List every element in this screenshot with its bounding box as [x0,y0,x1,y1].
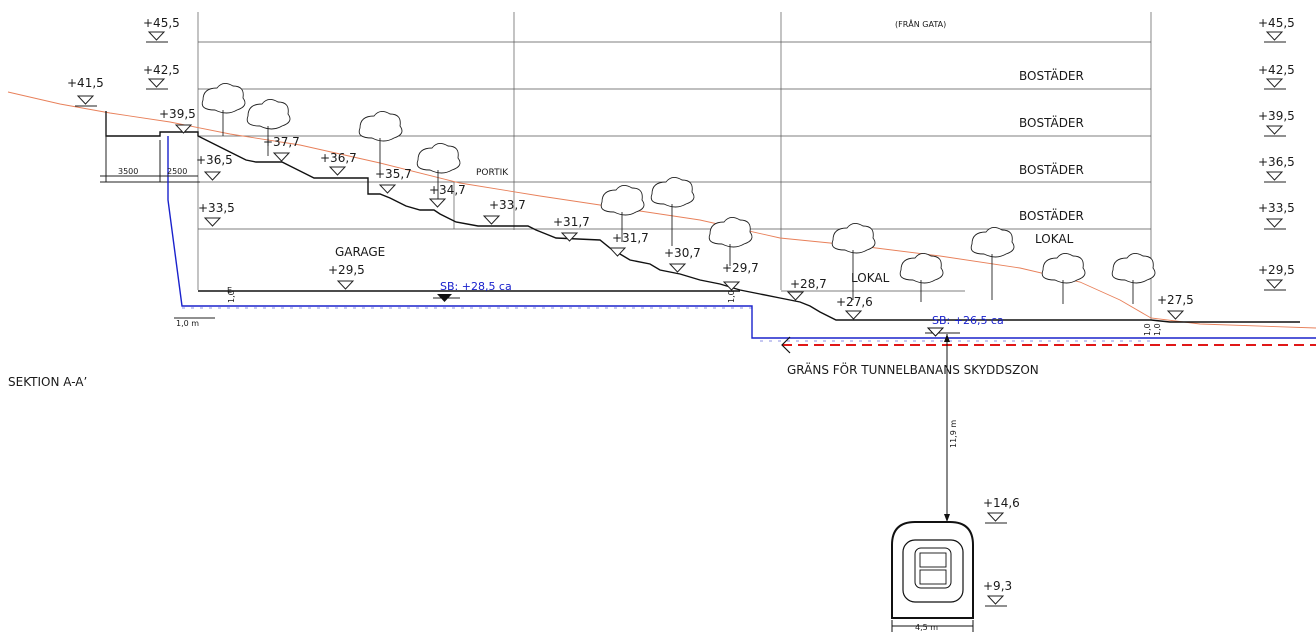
left-level-4: +36,5 [196,153,233,167]
stair-level-7: +31,7 [612,231,649,245]
tunnel-section [891,521,974,632]
left-level-2: +42,5 [143,63,180,77]
tunnel-depth-dim: 11,9 m [949,420,958,448]
stair-level-12: +27,5 [1157,293,1194,307]
floor-label-bostader-3: BOSTÄDER [1019,162,1084,177]
trees [201,83,1156,304]
right-level-5: +33,5 [1258,201,1295,215]
dim-2500: 2500 [167,167,187,176]
stair-level-6: +31,7 [553,215,590,229]
groundwater-label-right: SB: +26,5 ca [932,314,1004,327]
far-left-level: +41,5 [67,76,104,90]
stair-level-10: +28,7 [790,277,827,291]
dim-1-small-b: 1,0 [727,290,736,303]
floor-label-bostader-2: BOSTÄDER [1019,115,1084,130]
dim-3500: 3500 [118,167,138,176]
dimension-lines [100,140,215,319]
left-level-6: +29,5 [328,263,365,277]
floor-label-lokal-upper: LOKAL [1035,232,1074,246]
terrain-line [7,91,1316,329]
stair-level-1: +37,7 [263,135,300,149]
right-level-4: +36,5 [1258,155,1295,169]
floor-label-bostader-4: BOSTÄDER [1019,208,1084,223]
street-note: (FRÅN GATA) [895,18,946,29]
floor-label-garage: GARAGE [335,245,385,259]
tunnel-zone-label: GRÄNS FÖR TUNNELBANANS SKYDDSZON [787,361,1039,377]
e-mark: E [227,286,232,295]
floor-label-lokal-lower: LOKAL [851,271,890,285]
dim-1m: 1,0 m [176,319,199,328]
stair-profile [100,111,1300,323]
tunnel-top-level: +14,6 [983,496,1020,510]
left-level-1: +45,5 [143,16,180,30]
tunnel-zone-arrow [781,336,791,354]
stair-level-3: +35,7 [375,167,412,181]
left-level-5: +33,5 [198,201,235,215]
right-level-1: +45,5 [1258,16,1295,30]
stair-level-4: +34,7 [429,183,466,197]
tunnel-width-dim: 4,5 m [915,623,938,632]
stair-level-2: +36,7 [320,151,357,165]
dim-1-small-a: 1,0 [227,290,236,303]
stair-level-8: +30,7 [664,246,701,260]
tunnel-bottom-level: +9,3 [983,579,1012,593]
section-title: SEKTION A-A’ [8,375,87,389]
right-level-6: +29,5 [1258,263,1295,277]
left-level-3: +39,5 [159,107,196,121]
dim-1-small-c: 1,0 [1153,323,1162,336]
stair-level-9: +29,7 [722,261,759,275]
groundwater-lines [167,136,1316,342]
floor-label-bostader-1: BOSTÄDER [1019,68,1084,83]
right-level-2: +42,5 [1258,63,1295,77]
floor-label-portik: PORTIK [476,168,509,178]
groundwater-label-left: SB: +28,5 ca [440,280,512,293]
level-markers [75,31,1286,607]
stair-level-11: +27,6 [836,295,873,309]
right-level-3: +39,5 [1258,109,1295,123]
dim-1-small-d: 1,0 [1143,323,1152,336]
stair-level-5: +33,7 [489,198,526,212]
